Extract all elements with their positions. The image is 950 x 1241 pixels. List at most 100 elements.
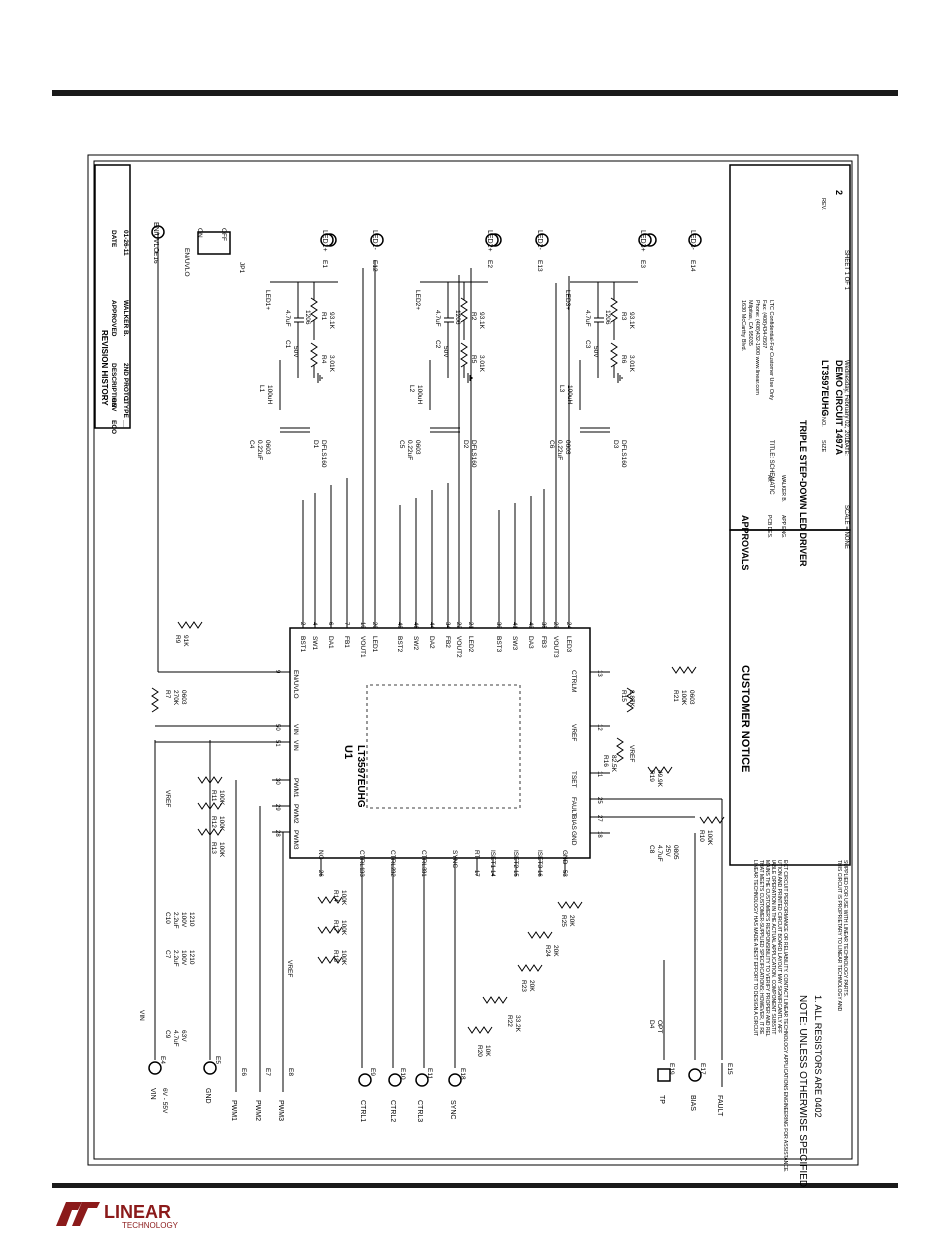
title-label: TITLE: SCHEMATIC	[768, 440, 774, 495]
pin-name: DA3	[527, 636, 534, 649]
pin-name: PWM2	[292, 804, 299, 824]
part-ref: C4	[248, 440, 255, 449]
part-ref: R2	[470, 312, 477, 321]
pin-name: PWM1	[292, 778, 299, 798]
net-label: LED2+	[414, 290, 421, 310]
part-value: 270K	[172, 690, 179, 706]
terminal-id: E9	[369, 1068, 376, 1076]
terminal-id: E6	[240, 1068, 247, 1076]
terminal-id: E15	[726, 1063, 733, 1075]
part-value: 100uH	[266, 385, 273, 404]
terminal-id: E7	[264, 1068, 271, 1076]
pin-number: 21	[467, 622, 473, 629]
pin-name: VIN	[292, 740, 299, 751]
part-ref: C10	[164, 912, 171, 924]
part-ref: R9	[174, 635, 181, 644]
terminal-label: CTRL2	[389, 1100, 396, 1122]
part-ref: C8	[648, 845, 655, 854]
part-ref: R25	[560, 915, 567, 927]
pin-number: 50	[274, 724, 280, 731]
scale-label: SCALE = NONE	[843, 505, 849, 549]
part-value: 49.9K	[656, 770, 663, 788]
pin-number: 4	[311, 622, 317, 626]
part-value: 10K	[484, 1045, 491, 1057]
part-ref: R13	[210, 842, 217, 854]
terminal-label: LED2+	[486, 230, 493, 252]
part-value: 100V	[180, 912, 187, 928]
approvals-label: APP ENG.	[780, 515, 786, 539]
part-ref: C7	[164, 950, 171, 959]
terminal-e4	[148, 1061, 162, 1075]
net-label: VIN	[138, 1010, 145, 1021]
resistor	[616, 737, 624, 763]
resistor	[310, 297, 318, 323]
part-ref: R22	[506, 1015, 513, 1027]
part-value: 0.22uF	[406, 440, 413, 460]
revision-cell: 1	[122, 398, 129, 402]
resistor	[517, 964, 543, 972]
part-value: 4.7uF	[656, 845, 663, 862]
pin-number: 22	[455, 622, 461, 629]
revision-cell: __	[122, 419, 129, 428]
date-value: Wednesday, February 02, 2011	[843, 360, 849, 444]
part-ref: R15	[620, 690, 627, 702]
pin-name: RT	[473, 850, 480, 859]
part-ref: R23	[520, 980, 527, 992]
terminal-label: EN/UVLO	[152, 222, 159, 253]
header-rule	[52, 90, 898, 96]
resistor	[626, 687, 634, 713]
part-ref: D3	[612, 440, 619, 449]
terminal-id: E2	[486, 260, 493, 268]
terminal-e1	[320, 233, 334, 247]
part-ref: R10	[698, 830, 705, 842]
customer-notice-prop: SUPPLIED FOR USE WITH LINEAR TECHNOLOGY …	[842, 860, 848, 997]
resistor	[610, 297, 618, 323]
pin-number: 48	[396, 622, 402, 629]
approvals-value: AK	[766, 475, 772, 482]
customer-notice-body: MAINS THE CUSTOMER'S RESPONSIBILITY TO V…	[764, 860, 770, 1037]
pin-name: BST3	[495, 636, 502, 653]
net-label: EN/UVLO	[183, 248, 190, 277]
terminal-e9	[358, 1073, 372, 1087]
part-ref: R21	[672, 690, 679, 702]
part-ref: R11	[210, 790, 217, 802]
pin-name: SW1	[311, 636, 318, 650]
part-value: 0805	[672, 845, 679, 860]
pin-number: 2	[299, 622, 305, 626]
resistor	[610, 342, 618, 368]
pin-name: LED3	[565, 636, 572, 653]
pin-name: PWM3	[292, 830, 299, 850]
pin-name: BST2	[396, 636, 403, 653]
company-conf: LTC Confidential-For Customer Use Only	[768, 300, 774, 400]
linear-logo-icon: LINEAR TECHNOLOGY	[56, 1202, 179, 1230]
part-ref: C5	[398, 440, 405, 449]
part-value: 100K	[680, 690, 687, 706]
part-ref: JP1	[238, 262, 245, 274]
terminal-label: VIN	[149, 1088, 156, 1100]
terminal-id: E13	[536, 260, 543, 272]
part-value: 3.01K	[478, 355, 485, 373]
pin-number: 17	[473, 870, 479, 877]
resistor	[151, 687, 159, 713]
pin-name: FAULT	[570, 797, 577, 817]
part-value: 100V	[180, 950, 187, 966]
part-value: 100uH	[566, 385, 573, 404]
pin-name: CTRLM	[570, 670, 577, 692]
part-ref: C9	[164, 1030, 171, 1039]
pin-name: BST1	[299, 636, 306, 653]
pin-name: SW3	[511, 636, 518, 650]
part-value: 20K	[568, 915, 575, 927]
part-value: 93.1K	[628, 312, 635, 330]
ic-no-label: IC NO.	[820, 410, 826, 427]
pin-name: LED2	[467, 636, 474, 653]
part-value: 1206	[604, 310, 611, 325]
terminal-label: LED3+	[639, 230, 646, 252]
rev-value: 2	[834, 190, 844, 195]
terminal-id: E8	[287, 1068, 294, 1076]
part-value: 50V	[442, 346, 449, 358]
pin-number: 35	[540, 622, 546, 629]
terminal-e12	[370, 233, 384, 247]
part-ref: D1	[312, 440, 319, 449]
terminal-id: E16	[152, 252, 159, 264]
pin-name: TSET	[570, 771, 577, 788]
